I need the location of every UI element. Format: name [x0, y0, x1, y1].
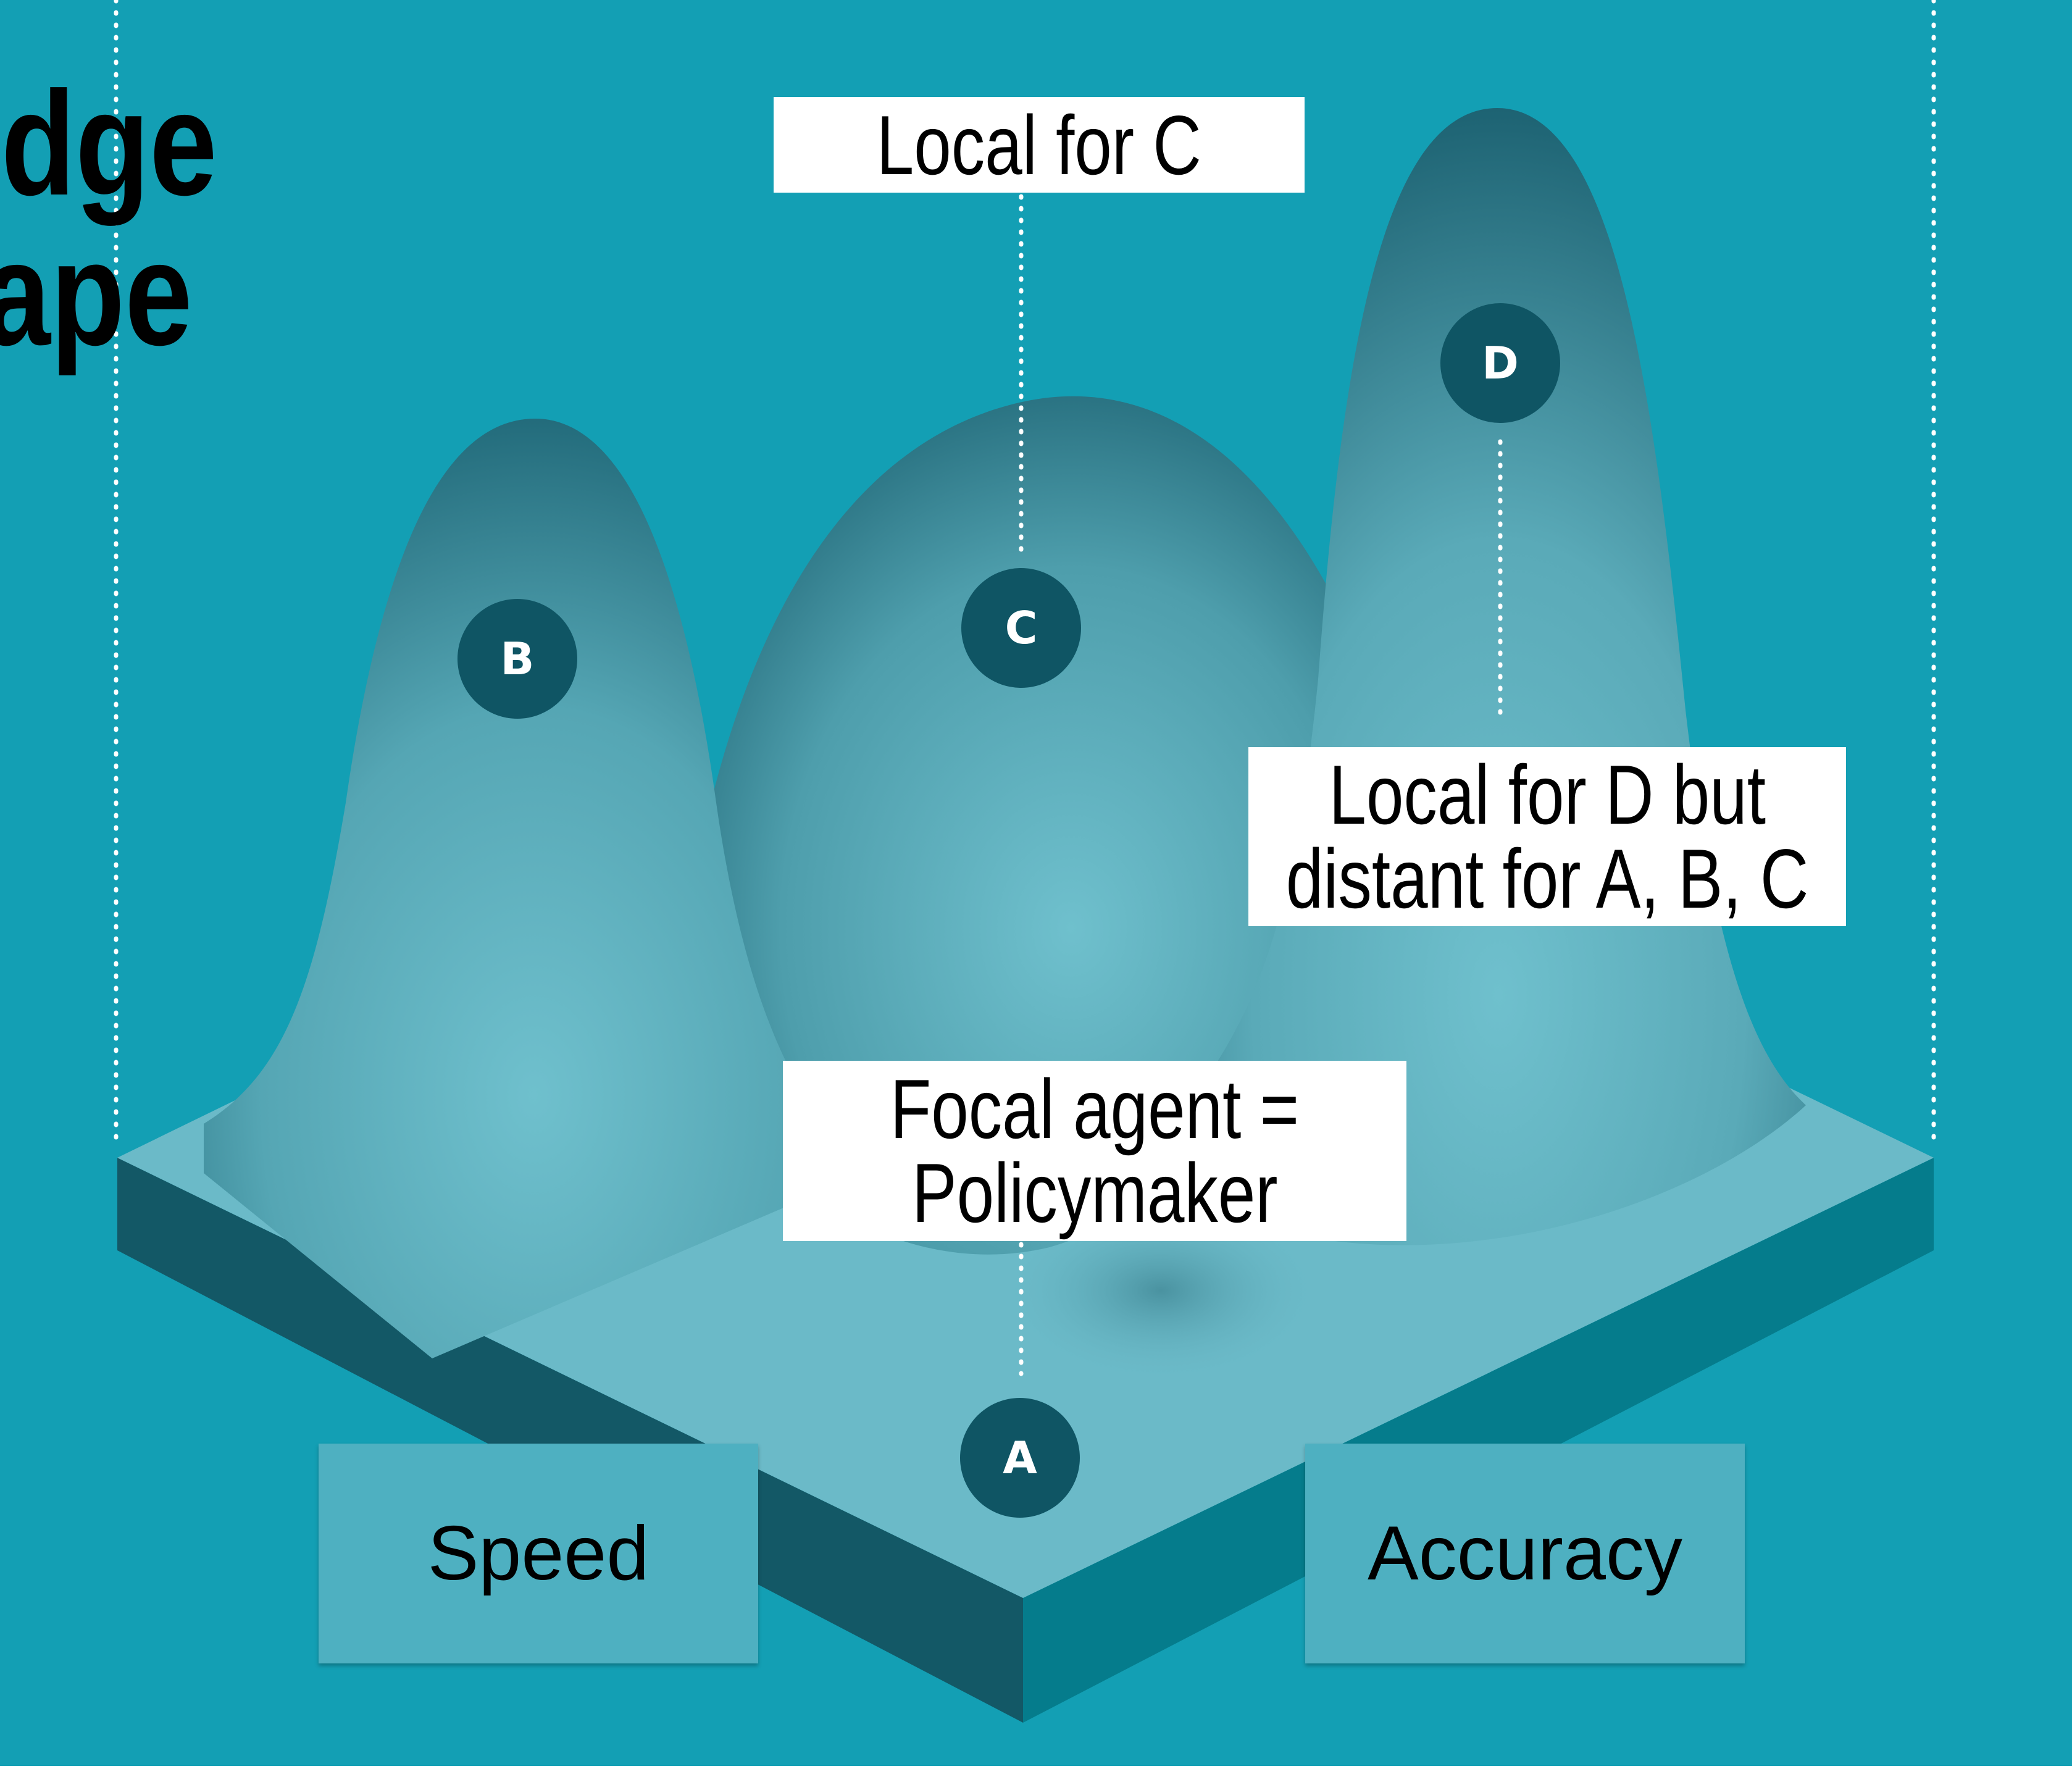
valley-shadow: [1000, 1198, 1321, 1383]
agent-c-marker: C: [961, 568, 1081, 688]
axis-label-speed: Speed: [319, 1444, 758, 1663]
callout-local-for-c-text: Local for C: [876, 98, 1202, 192]
agent-a-label: A: [1003, 1432, 1037, 1484]
agent-c-label: C: [1005, 602, 1038, 654]
title-fragment-line-2: ape: [0, 211, 193, 376]
peak-c: [691, 396, 1382, 1255]
callout-focal-agent: Focal agent = Policymaker: [783, 1061, 1406, 1241]
title-fragment-line-1: dge: [1, 61, 217, 226]
agent-d-marker: D: [1440, 303, 1560, 423]
callout-local-for-d: Local for D but distant for A, B, C: [1248, 747, 1846, 926]
base-right-side: [1023, 1158, 1934, 1723]
base-left-side: [117, 1158, 1023, 1723]
callout-focal-agent-line-1: Focal agent =: [890, 1062, 1300, 1156]
callout-local-for-d-line-1: Local for D but: [1329, 748, 1766, 842]
agent-b-marker: B: [457, 599, 577, 719]
agent-d-label: D: [1482, 337, 1519, 389]
bottom-margin: [0, 1766, 2072, 1769]
callout-local-for-d-line-2: distant for A, B, C: [1285, 832, 1809, 926]
callout-local-for-c: Local for C: [774, 97, 1305, 193]
axis-label-accuracy: Accuracy: [1305, 1444, 1745, 1663]
agent-a-marker: A: [960, 1398, 1080, 1518]
agent-b-label: B: [501, 633, 535, 685]
callout-focal-agent-line-2: Policymaker: [911, 1146, 1278, 1240]
peak-b: [204, 418, 864, 1358]
